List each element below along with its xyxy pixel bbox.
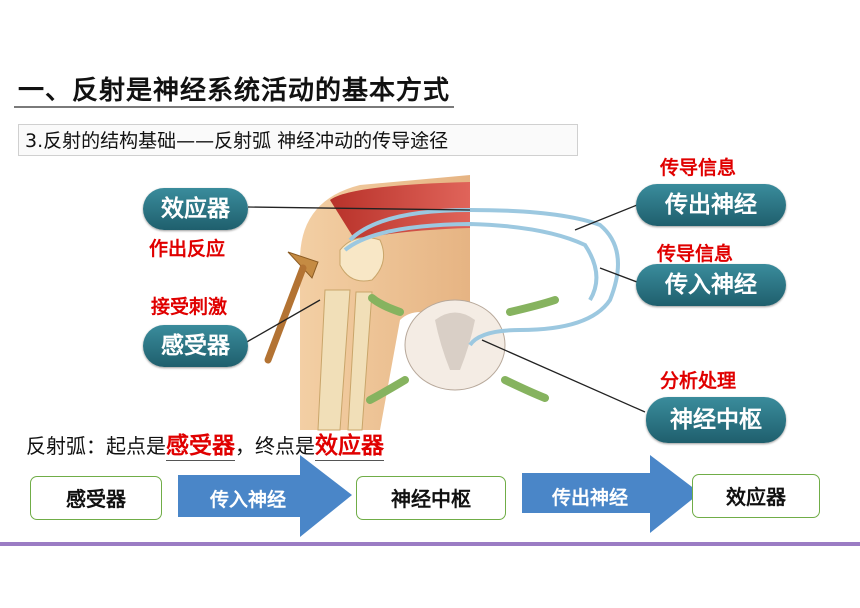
receptor-label: 感受器 [143,325,248,367]
efferent-note: 传导信息 [660,157,737,179]
effector-label: 效应器 [143,188,248,230]
afferent-note: 传导信息 [657,243,734,265]
receptor-note: 接受刺激 [151,296,228,318]
arrow2-shape [522,455,700,533]
end-answer: 效应器 [315,426,384,461]
flow-step-effector: 效应器 [692,474,820,518]
flow-arrows [178,455,700,537]
subtitle: 3.反射的结构基础——反射弧 神经冲动的传导途径 [18,124,578,156]
bottom-rule [0,542,860,546]
summary-prefix: 反射弧：起点是 [26,434,166,458]
center-note: 分析处理 [660,370,737,392]
efferent-nerve-label: 传出神经 [636,184,786,226]
effector-note: 作出反应 [149,238,226,260]
afferent-nerve-label: 传入神经 [636,264,786,306]
start-answer: 感受器 [166,426,235,461]
flow-step-receptor: 感受器 [30,476,162,520]
flow-arrow1-label: 传入神经 [210,489,287,511]
page-title: 一、反射是神经系统活动的基本方式 [18,76,451,106]
reflex-hammer-illustration [264,251,319,364]
flow-arrow2-label: 传出神经 [552,487,629,509]
title-underline [14,106,454,108]
nerve-center-label: 神经中枢 [646,397,786,443]
nerve-pathway [343,207,620,347]
spinal-cord-illustration [366,294,559,404]
summary-middle: ，终点是 [235,434,315,458]
arrow1-shape [178,455,352,537]
flow-step-center: 神经中枢 [356,476,506,520]
leader-lines [244,204,646,413]
reflex-arc-summary: 反射弧：起点是感受器，终点是效应器 [26,426,384,461]
